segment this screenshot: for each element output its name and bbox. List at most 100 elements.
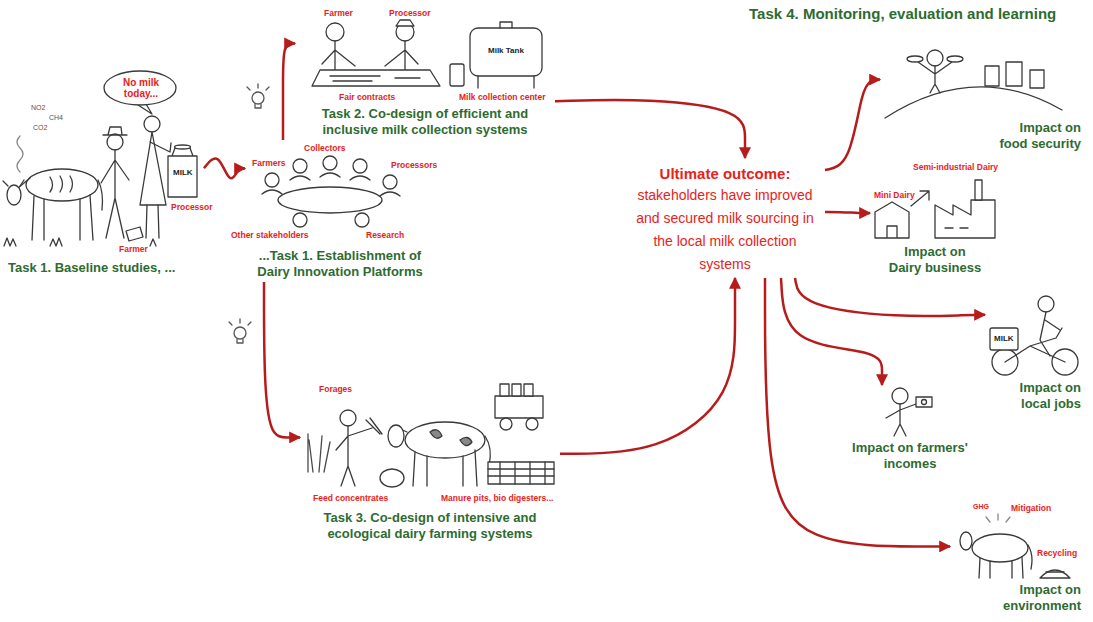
impact-panel: Impact on Dairy business (870, 160, 1000, 278)
semi-industrial-dairy (945, 227, 968, 228)
motorbike-vendor (990, 328, 1018, 350)
semi-industrial-dairy (935, 180, 995, 238)
platform-meeting (323, 156, 337, 170)
contract-meeting (396, 20, 414, 26)
forage-plants (308, 434, 330, 472)
thin-cow (18, 178, 103, 210)
food-security-globe (985, 66, 999, 86)
flow-arrow (825, 80, 880, 170)
platform-meeting (262, 173, 400, 196)
impact-panel: Impact on environment (950, 500, 1085, 616)
cow-environment (986, 514, 1010, 522)
impact-caption: Impact on food security (993, 120, 1081, 152)
processor-figure (144, 116, 160, 132)
farmer-figure (126, 227, 143, 241)
dairy-cow (388, 425, 404, 447)
flow-arrow (204, 158, 245, 178)
idea-bulb (252, 92, 264, 104)
item-label: Forages (318, 384, 353, 394)
food-security-globe (1030, 70, 1044, 88)
manure-pit (488, 462, 554, 484)
gas-scribble (17, 136, 23, 172)
task-caption: Task 2. Co-design of efficient and inclu… (299, 106, 551, 138)
gas-label: GHG (972, 503, 990, 511)
flow-arrow (765, 278, 950, 546)
stakeholder-label: Collectors (303, 143, 347, 153)
contract-meeting (326, 23, 344, 41)
milk-cart (495, 384, 543, 430)
milk-can (168, 145, 197, 197)
food-security-globe (885, 50, 1062, 118)
farmer-with-money (916, 397, 932, 407)
contract-meeting (312, 70, 440, 86)
item-label: Fair contracts (338, 92, 396, 102)
milk-cart (512, 384, 521, 396)
contract-meeting (312, 20, 440, 86)
milk-cart (526, 418, 538, 430)
stakeholder-label: Farmers (251, 158, 287, 168)
speech-bubble (104, 71, 176, 114)
farmer-with-money (886, 404, 916, 436)
item-label: Manure pits, bio digesters... (440, 493, 554, 503)
milk-cart (495, 396, 543, 418)
task-panel: Task 1. Baseline studies, ... (4, 95, 204, 278)
item-label: Milk collection center (458, 92, 546, 102)
semi-industrial-dairy (935, 200, 995, 238)
gas-scribble (17, 136, 23, 172)
milk-tank (470, 28, 542, 76)
platform-meeting (355, 213, 369, 227)
item-label: Feed concentrates (312, 493, 389, 503)
thin-cow (26, 169, 98, 201)
feed-sack (380, 469, 404, 487)
speech-text: No milk today... (108, 77, 174, 99)
gas-label: CH4 (48, 114, 64, 122)
dairy-cow (388, 422, 490, 486)
farmer-with-money (922, 400, 927, 405)
motorbike-vendor (1038, 296, 1054, 312)
outcome-heading: Ultimate outcome: (629, 164, 821, 184)
food-security-globe (907, 56, 923, 62)
stakeholder-label: Research (365, 230, 405, 240)
cow-environment (960, 532, 972, 550)
role-label: Farmer (118, 244, 149, 254)
farmer-with-money (892, 388, 908, 404)
impact-caption: Impact on environment (954, 582, 1081, 614)
task-panel: Task 2. Co-design of efficient and inclu… (295, 2, 555, 140)
task-caption: Task 1. Baseline studies, ... (8, 260, 200, 276)
contract-meeting (322, 41, 355, 70)
motorbike-vendor (990, 296, 1078, 375)
thin-cow (3, 169, 103, 240)
can-label: MILK (993, 334, 1015, 344)
food-security-globe (1006, 62, 1022, 86)
farmer-with-forage (336, 418, 382, 486)
farmer-with-forage (340, 410, 356, 426)
milk-can (175, 145, 191, 149)
manure-pit (488, 462, 554, 484)
flow-arrow (825, 212, 870, 213)
platform-meeting (353, 159, 367, 173)
task-caption: Task 3. Co-design of intensive and ecolo… (304, 510, 556, 542)
platform-meeting (383, 175, 397, 189)
platform-meeting (293, 159, 307, 173)
gas-label: NO2 (30, 104, 46, 112)
milk-can (168, 148, 197, 197)
forage-plants (308, 434, 330, 472)
role-label: Farmer (323, 8, 354, 18)
milk-cart (524, 384, 533, 396)
processor-figure (140, 116, 171, 238)
flow-arrow (795, 278, 985, 316)
farmer-with-money (886, 388, 932, 436)
impact-panel: Impact on local jobs (985, 290, 1085, 414)
flow-arrow (555, 100, 745, 158)
can-label: MILK (172, 168, 194, 178)
cow-environment (1040, 570, 1070, 578)
milk-cart (500, 418, 512, 430)
impact-caption: Impact on farmers' incomes (848, 440, 972, 472)
platform-meeting (278, 187, 382, 213)
task-caption: ...Task 1. Establishment of Dairy Innova… (249, 248, 431, 280)
stakeholder-label: Other stakeholders (230, 230, 309, 240)
farmer-figure (103, 127, 127, 135)
food-security-globe (947, 56, 963, 62)
